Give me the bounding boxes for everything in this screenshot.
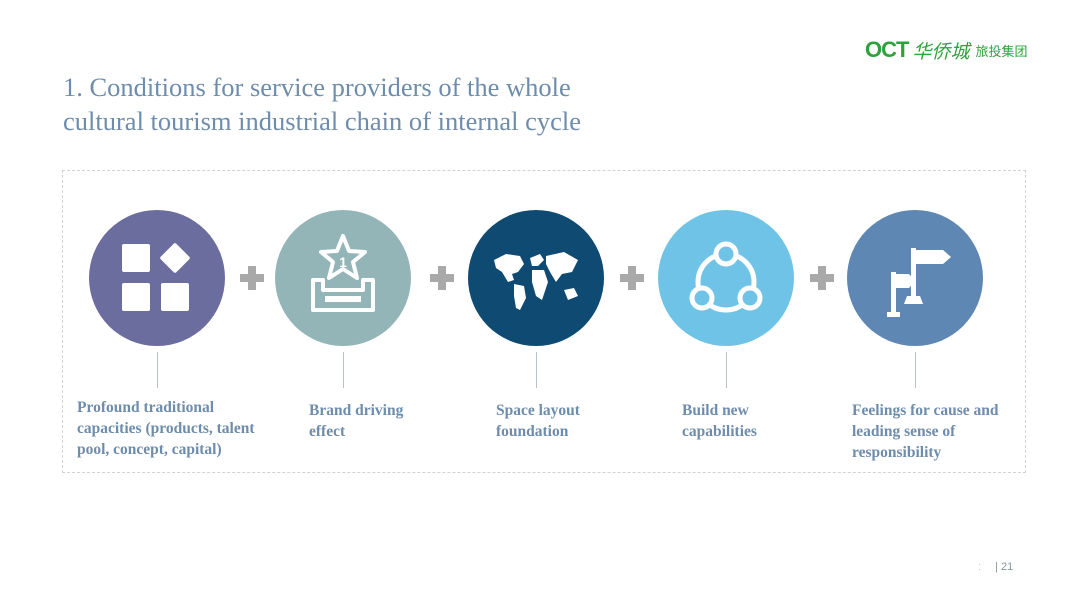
- slide-title: 1. Conditions for service providers of t…: [63, 70, 683, 138]
- footer-mark: :: [978, 561, 982, 573]
- plus-connector-icon: [809, 265, 835, 291]
- step-3-circle: [468, 210, 604, 346]
- step-1-caption: Profound traditional capacities (product…: [77, 399, 255, 458]
- network-cycle-icon: [658, 210, 794, 346]
- world-map-icon: [468, 210, 604, 346]
- step-5-caption: Feelings for cause and leading sense of …: [852, 402, 999, 461]
- leader-line: [536, 352, 537, 388]
- signpost-icon: [847, 210, 983, 346]
- slide-title-line1: 1. Conditions for service providers of t…: [63, 72, 571, 102]
- plus-connector-icon: [239, 265, 265, 291]
- step-1-circle: [89, 210, 225, 346]
- leader-line: [157, 352, 158, 388]
- company-logo: OCT 华侨城 旅投集团: [865, 36, 1027, 64]
- logo-chinese-group: 旅投集团: [975, 44, 1028, 60]
- page-number: : | 21: [978, 561, 1013, 573]
- svg-text:1: 1: [339, 254, 347, 270]
- plus-connector-icon: [429, 265, 455, 291]
- step-3-caption: Space layout foundation: [496, 402, 580, 440]
- leader-line: [726, 352, 727, 388]
- leader-line: [915, 352, 916, 388]
- star-badge-icon: 1: [275, 210, 411, 346]
- step-4-caption: Build new capabilities: [682, 402, 757, 440]
- grid-diamond-icon: [89, 210, 225, 346]
- plus-connector-icon: [619, 265, 645, 291]
- step-5-circle: [847, 210, 983, 346]
- leader-line: [343, 352, 344, 388]
- step-2-circle: 1: [275, 210, 411, 346]
- logo-chinese-script: 华侨城: [912, 40, 970, 63]
- logo-oct-text: OCT: [865, 37, 909, 62]
- step-2-caption: Brand driving effect: [309, 402, 404, 440]
- dashed-frame: [62, 170, 1026, 473]
- slide-title-line2: cultural tourism industrial chain of int…: [63, 106, 582, 136]
- step-4-circle: [658, 210, 794, 346]
- page-number-text: | 21: [995, 561, 1014, 573]
